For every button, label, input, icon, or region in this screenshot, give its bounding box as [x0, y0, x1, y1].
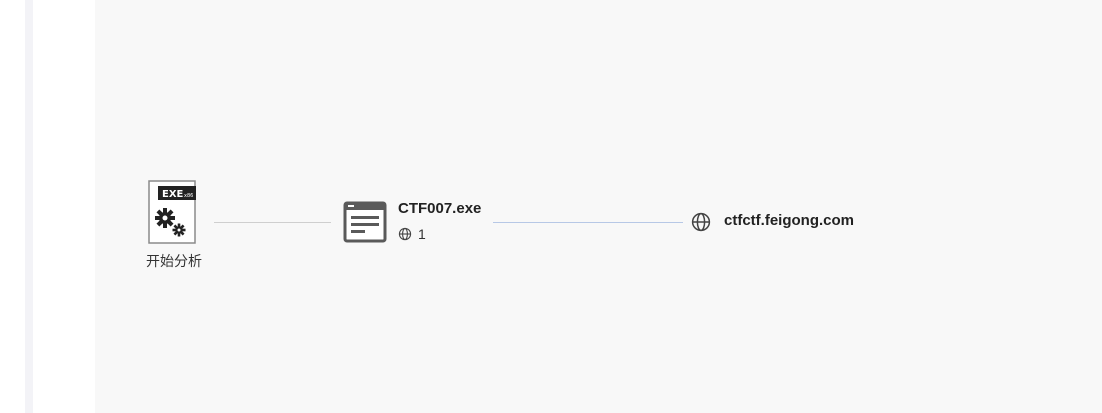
graph-canvas — [95, 0, 1102, 413]
domain-name: ctfctf.feigong.com — [724, 212, 854, 229]
globe-icon — [691, 212, 711, 232]
process-node[interactable]: CTF007.exe 1 — [343, 198, 493, 246]
network-count: 1 — [418, 226, 426, 242]
process-name: CTF007.exe — [398, 200, 482, 217]
globe-icon — [398, 227, 412, 241]
edge-start-to-process — [214, 222, 331, 223]
left-edge-strip — [25, 0, 33, 413]
start-analysis-node[interactable]: EXE x86 — [138, 178, 210, 273]
svg-text:EXE: EXE — [162, 189, 184, 200]
network-count-row: 1 — [398, 226, 426, 242]
domain-node[interactable]: ctfctf.feigong.com — [690, 210, 910, 234]
start-node-label: 开始分析 — [146, 254, 202, 270]
edge-process-to-domain — [493, 222, 683, 223]
exe-file-icon: EXE x86 — [148, 180, 196, 244]
window-app-icon — [343, 201, 387, 243]
svg-text:x86: x86 — [184, 193, 193, 199]
